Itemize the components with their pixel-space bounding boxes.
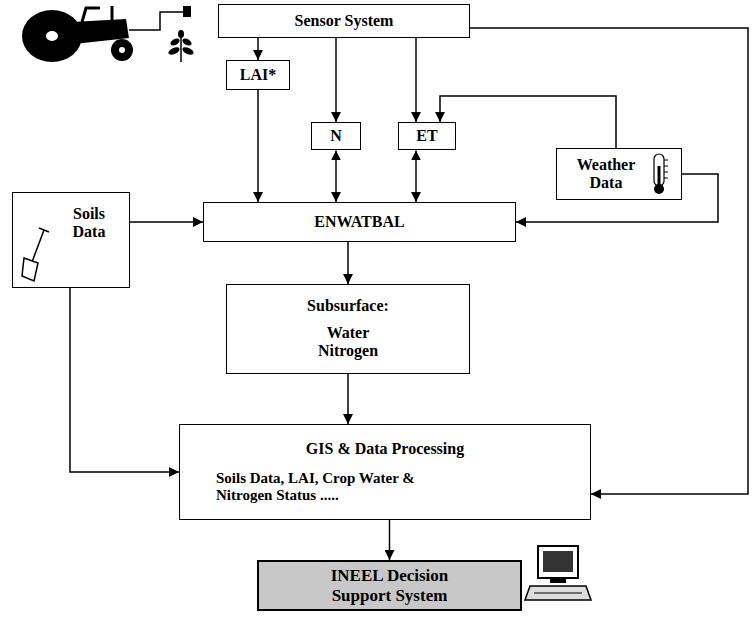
- subsurface-box: Subsurface: Water Nitrogen: [226, 284, 470, 374]
- flow-arrow: [130, 221, 203, 223]
- plant-icon: [167, 30, 194, 62]
- et-box: ET: [398, 122, 456, 150]
- box-label: ENWATBAL: [314, 213, 404, 231]
- flow-arrow: [347, 374, 349, 424]
- lai-box: LAI*: [226, 60, 290, 90]
- flow-arrow: [440, 96, 616, 148]
- box-label: N: [330, 127, 342, 145]
- flow-arrow: [415, 150, 417, 202]
- box-label: Weather Data: [565, 156, 647, 193]
- weather-box: Weather Data: [556, 148, 682, 200]
- thermometer-icon: [654, 154, 668, 194]
- box-label: LAI*: [240, 66, 276, 84]
- box-label: Sensor System: [295, 12, 394, 30]
- sensor-box: Sensor System: [218, 4, 470, 38]
- flow-arrow: [257, 90, 259, 202]
- box-label: Subsurface:: [307, 297, 389, 315]
- decision-box: INEEL Decision Support System: [257, 560, 522, 611]
- box-label: Soils Data: [59, 205, 119, 242]
- box-body: Water Nitrogen: [311, 324, 385, 361]
- flow-arrow: [347, 242, 349, 284]
- computer-icon: [525, 546, 591, 600]
- box-label: ET: [416, 127, 437, 145]
- nitrogen-box: N: [311, 122, 361, 150]
- flow-arrow: [335, 150, 337, 202]
- soils-box: Soils Data: [12, 192, 130, 288]
- shovel-icon: [22, 228, 49, 281]
- tractor-illustration: [22, 6, 191, 62]
- flow-arrow: [389, 520, 391, 560]
- box-label: GIS & Data Processing: [306, 440, 464, 458]
- box-label: INEEL Decision Support System: [315, 566, 465, 605]
- flow-arrow: [70, 288, 179, 472]
- flow-arrow: [257, 38, 259, 60]
- flow-arrow: [335, 38, 337, 122]
- flow-arrow: [415, 38, 417, 122]
- gis-box: GIS & Data ProcessingSoils Data, LAI, Cr…: [179, 424, 591, 520]
- model-box: ENWATBAL: [203, 202, 516, 242]
- box-body: Soils Data, LAI, Crop Water & Nitrogen S…: [216, 470, 466, 505]
